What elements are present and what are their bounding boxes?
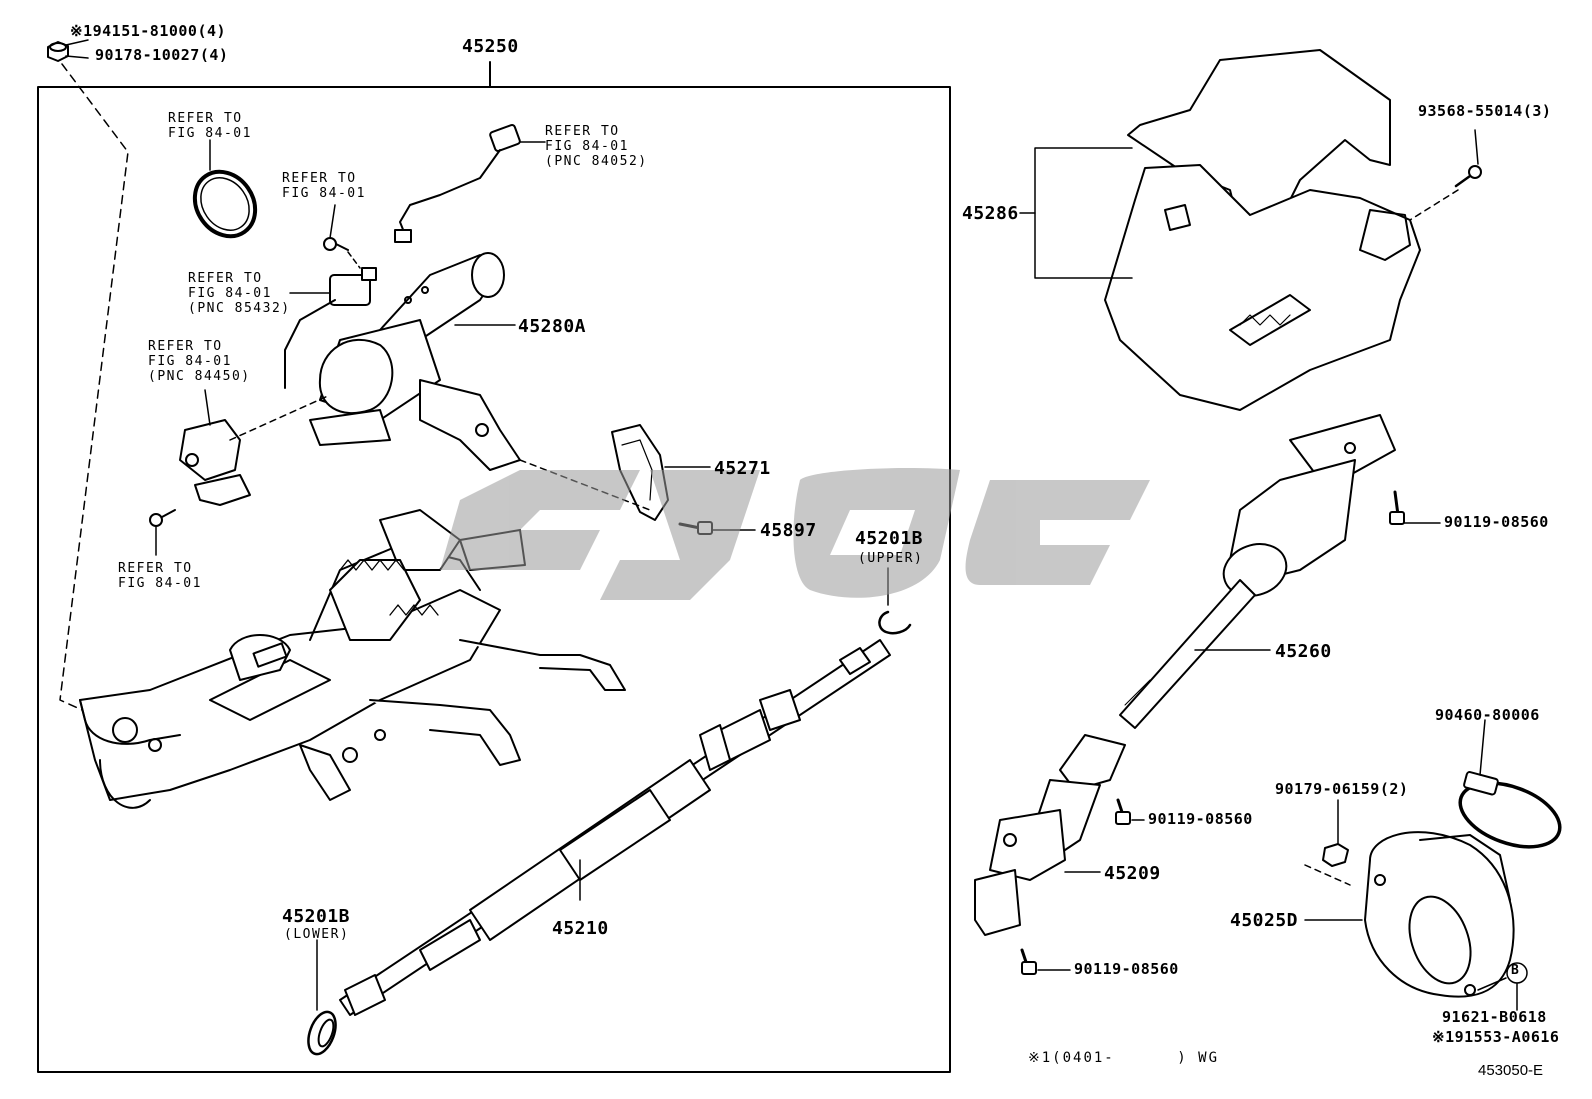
dust-boot-icon bbox=[1364, 831, 1515, 998]
refer-2-line-a: REFER TO bbox=[282, 171, 357, 186]
snap-ring-lower-icon bbox=[307, 1010, 337, 1056]
part-label-1: ※194151-81000(4) bbox=[70, 22, 227, 40]
refer-4-line-c: (PNC 85432) bbox=[188, 300, 291, 316]
refer-3-line-c: (PNC 84052) bbox=[545, 153, 648, 169]
part-label-20: ※191553-A0616 bbox=[1432, 1028, 1560, 1046]
watermark-logo bbox=[440, 468, 1150, 600]
screw-icon bbox=[323, 237, 349, 251]
refer-2: REFER TO FIG 84-01 bbox=[282, 171, 366, 202]
part-label-11: 90119-08560 bbox=[1444, 513, 1549, 531]
refer-4-line-b: FIG 84-01 bbox=[188, 285, 272, 301]
column-tube-assembly-icon bbox=[79, 509, 626, 809]
part-label-10: 93568-55014(3) bbox=[1418, 102, 1552, 120]
main-shaft-icon bbox=[339, 639, 891, 1016]
footnote: ※1(0401- ) WG bbox=[1028, 1050, 1220, 1066]
part-label-5: 45897 bbox=[760, 520, 817, 541]
column-cover-icon bbox=[1104, 49, 1421, 411]
part-label-14: 90179-06159(2) bbox=[1275, 780, 1409, 798]
refer-5-line-b: FIG 84-01 bbox=[148, 353, 232, 369]
assembly-frame bbox=[37, 86, 951, 1073]
refer-3-line-a: REFER TO bbox=[545, 124, 620, 139]
flange-nut-icon bbox=[47, 41, 69, 62]
part-label-4: 45271 bbox=[714, 458, 771, 479]
refer-1-line-b: FIG 84-01 bbox=[168, 125, 252, 141]
ring-part-icon bbox=[192, 169, 258, 239]
bolt-90119-mid-icon bbox=[1115, 798, 1131, 825]
refer-1: REFER TO FIG 84-01 bbox=[168, 111, 252, 142]
refer-3: REFER TO FIG 84-01 (PNC 84052) bbox=[545, 124, 648, 170]
part-label-12: 45260 bbox=[1275, 641, 1332, 662]
part-label-17: 45025D bbox=[1230, 910, 1299, 931]
nut-icon bbox=[1322, 843, 1349, 867]
part-label-2: 90178-10027(4) bbox=[95, 46, 229, 64]
assembly-label: 45250 bbox=[462, 36, 519, 57]
bolt-90119-lower-icon bbox=[1020, 948, 1037, 975]
refer-5-line-c: (PNC 84450) bbox=[148, 368, 251, 384]
refer-5-line-a: REFER TO bbox=[148, 339, 223, 354]
refer-4-line-a: REFER TO bbox=[188, 271, 263, 286]
sensor-part-icon bbox=[284, 267, 377, 389]
harness-connector-icon bbox=[394, 124, 521, 243]
intermediate-shaft-icon bbox=[1119, 414, 1396, 729]
refer-1-line-a: REFER TO bbox=[168, 111, 243, 126]
part-label-16: 45209 bbox=[1104, 863, 1161, 884]
switch-part-icon bbox=[179, 419, 251, 506]
part-label-18: 90119-08560 bbox=[1074, 960, 1179, 978]
part-label-15: 90119-08560 bbox=[1148, 810, 1253, 828]
part-label-3: 45280A bbox=[518, 316, 587, 337]
refer-6-line-a: REFER TO bbox=[118, 561, 193, 576]
part-label-7-sub: (LOWER) bbox=[284, 927, 350, 942]
refer-6-line-b: FIG 84-01 bbox=[118, 575, 202, 591]
part-label-6-sub: (UPPER) bbox=[858, 551, 924, 566]
part-label-8: 45210 bbox=[552, 918, 609, 939]
refer-2-line-b: FIG 84-01 bbox=[282, 185, 366, 201]
part-label-7: 45201B bbox=[282, 906, 351, 927]
refer-6: REFER TO FIG 84-01 bbox=[118, 561, 202, 592]
refer-4: REFER TO FIG 84-01 (PNC 85432) bbox=[188, 271, 291, 317]
bolt-90119-upper-icon bbox=[1389, 490, 1405, 525]
hose-clamp-icon bbox=[1458, 771, 1562, 849]
screw-3-icon bbox=[1454, 165, 1482, 188]
screw-2-icon bbox=[149, 509, 176, 527]
snap-ring-upper-icon bbox=[878, 610, 912, 635]
part-label-9: 45286 bbox=[962, 203, 1019, 224]
part-label-19: 91621-B0618 bbox=[1442, 1008, 1547, 1026]
universal-joint-icon bbox=[974, 734, 1126, 936]
upper-column-icon bbox=[309, 252, 521, 471]
refer-5: REFER TO FIG 84-01 (PNC 84450) bbox=[148, 339, 251, 385]
part-label-6: 45201B bbox=[855, 528, 924, 549]
figure-code: 453050-E bbox=[1478, 1062, 1544, 1079]
callout-b-letter: B bbox=[1511, 963, 1520, 978]
refer-3-line-b: FIG 84-01 bbox=[545, 138, 629, 154]
part-label-13: 90460-80006 bbox=[1435, 706, 1540, 724]
